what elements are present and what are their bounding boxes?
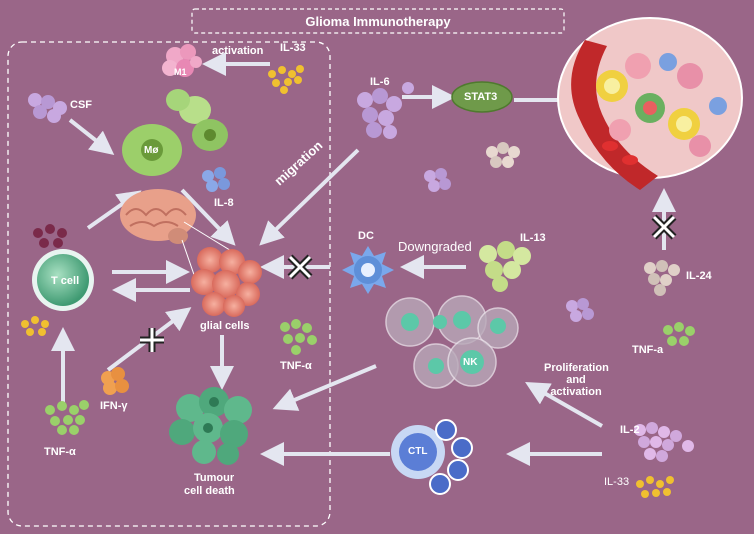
label-prolif-3: activation [550, 386, 602, 398]
label-il24: IL-24 [686, 270, 712, 282]
label-tnf-alpha-left: TNF-α [44, 446, 76, 458]
label-il6: IL-6 [370, 76, 390, 88]
label-tnf-a: TNF-a [632, 344, 664, 356]
arrow-csf-to-mo [68, 118, 115, 155]
tumor-blood-vessel [557, 17, 743, 190]
il6-cells [357, 82, 414, 139]
label-nk: NK [463, 357, 478, 368]
label-tnf-alpha-mid: TNF-α [280, 360, 312, 372]
il24-cells [644, 260, 680, 296]
label-il13: IL-13 [520, 232, 546, 244]
label-m1: M1 [174, 67, 187, 77]
brain-icon [120, 189, 239, 293]
arrow-il2-to-nk [525, 382, 603, 428]
arrow-nk-to-death [272, 364, 377, 411]
label-ifn-gamma: IFN-γ [100, 400, 128, 412]
label-prolif-2: and [566, 374, 586, 386]
label-il8: IL-8 [214, 197, 234, 209]
glial-cells-cluster [191, 247, 262, 317]
stat3-oval [451, 81, 513, 113]
title-frame [191, 8, 565, 34]
label-glial-cells: glial cells [200, 320, 250, 332]
il2-cells [634, 422, 694, 462]
label-activation: activation [212, 45, 264, 57]
label-il2: IL-2 [620, 424, 640, 436]
tnf-alpha-cytokines-mid [280, 319, 317, 355]
label-downgraded: Downgraded [398, 239, 472, 254]
tnf-alpha-cytokines-left [45, 400, 89, 435]
arrow-migration [259, 148, 360, 246]
ctl-cells [391, 419, 473, 495]
arrow-mo-to-glial [180, 188, 236, 246]
tumour-cell-death-cluster [169, 387, 252, 465]
glioma-region-frame [7, 41, 331, 527]
label-stat3: STAT3 [464, 91, 498, 103]
macrophage-cluster [122, 89, 228, 176]
nk-cells-cluster [385, 295, 519, 389]
t-cell [32, 249, 94, 311]
label-tumour-death-2: cell death [184, 485, 235, 497]
scattered-cells-center [424, 142, 520, 192]
il13-cells [479, 241, 531, 292]
tnf-a-cytokines-right [663, 322, 695, 346]
il8-cells [202, 167, 230, 192]
yellow-cytokines-left [21, 316, 49, 336]
label-ctl: CTL [408, 446, 428, 457]
csf-cells [28, 93, 67, 123]
label-dc: DC [358, 230, 374, 242]
m1-macrophage-cells [162, 44, 202, 77]
cytokine-dots-dark [33, 224, 67, 248]
label-t-cell: T cell [51, 275, 80, 287]
label-mo: Mø [144, 145, 159, 156]
il33-cytokines-bottom [636, 476, 674, 498]
ifn-gamma-cells [101, 367, 129, 395]
il33-cytokines-top [268, 65, 304, 94]
label-csf: CSF [70, 99, 92, 111]
label-tumour-death-1: Tumour [194, 472, 235, 484]
diagram-title: Glioma Immunotherapy [305, 13, 451, 29]
label-il33-top: IL-33 [280, 42, 306, 54]
label-il33-bottom: IL-33 [604, 476, 630, 488]
dendritic-cell [342, 246, 394, 294]
purple-cells-right [566, 298, 594, 322]
label-prolif-1: Proliferation [544, 362, 609, 374]
